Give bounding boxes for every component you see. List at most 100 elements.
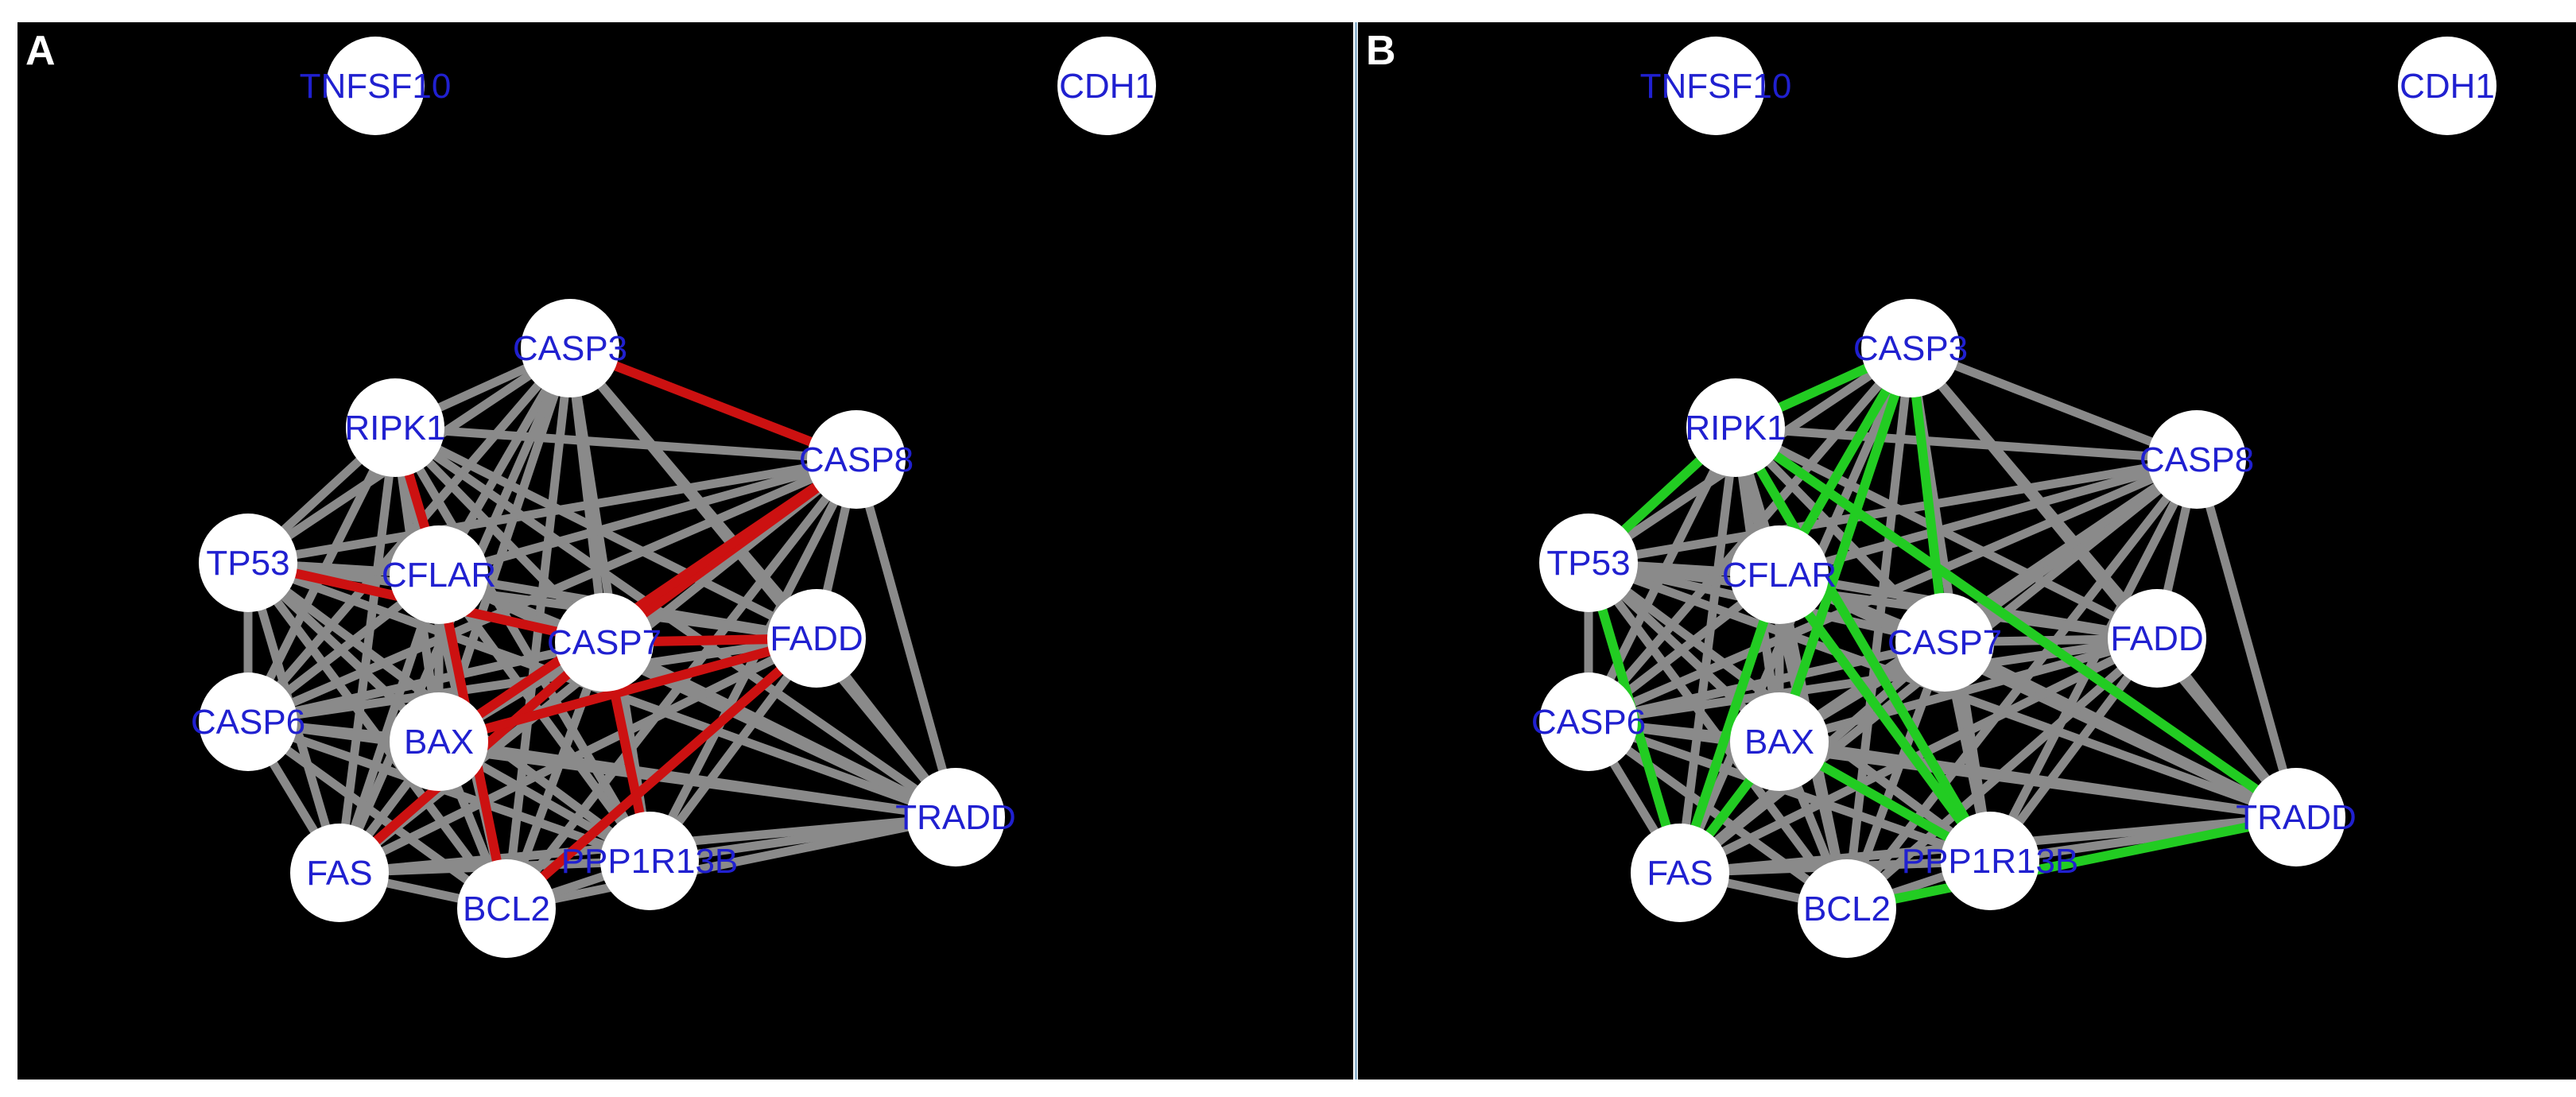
edge-tradd-bcl2 (1842, 812, 2301, 913)
node-circle (807, 410, 906, 509)
node-circle (326, 37, 425, 135)
node-label: FADD (2110, 619, 2203, 658)
node-casp3[interactable]: CASP3 (513, 299, 627, 397)
node-casp6[interactable]: CASP6 (191, 673, 305, 771)
node-circle (1730, 692, 1829, 791)
node-tnfsf10[interactable]: TNFSF10 (1640, 37, 1792, 135)
node-tp53[interactable]: TP53 (1539, 514, 1638, 612)
node-circle (1798, 859, 1896, 958)
node-label: CASP3 (513, 329, 627, 368)
node-label: TNFSF10 (300, 67, 452, 106)
edge-casp8-tradd (2192, 455, 2301, 822)
node-casp8[interactable]: CASP8 (2140, 410, 2254, 509)
node-ppp1r13b[interactable]: PPP1R13B (1902, 812, 2079, 910)
node-circle (2147, 410, 2246, 509)
edge-casp7-tradd (599, 638, 960, 822)
edge-casp8-cflar (1775, 455, 2202, 580)
node-bax[interactable]: BAX (390, 692, 488, 791)
edge-bax-tradd (1775, 737, 2301, 822)
node-cflar[interactable]: CFLAR (382, 525, 496, 624)
edge-casp8-tp53 (243, 455, 861, 568)
node-fas[interactable]: FAS (1631, 824, 1729, 922)
node-casp7[interactable]: CASP7 (547, 593, 661, 692)
node-bax[interactable]: BAX (1730, 692, 1829, 791)
node-fas[interactable]: FAS (290, 824, 389, 922)
edge-ripk1-ppp1r13b (1731, 423, 1995, 866)
edge-casp8-cflar (434, 455, 861, 580)
node-cdh1[interactable]: CDH1 (1057, 37, 1156, 135)
node-fadd[interactable]: FADD (2108, 589, 2206, 688)
edge-casp8-bax (434, 455, 861, 746)
edge-fadd-fas (1675, 634, 2162, 878)
node-circle (600, 812, 699, 910)
panel-divider (1353, 22, 1358, 1080)
node-casp6[interactable]: CASP6 (1531, 673, 1646, 771)
node-ripk1[interactable]: RIPK1 (344, 378, 446, 477)
node-label: BCL2 (463, 890, 550, 928)
node-circle (555, 593, 654, 692)
node-circle (1539, 673, 1638, 771)
node-circle (390, 525, 488, 624)
node-tnfsf10[interactable]: TNFSF10 (300, 37, 452, 135)
edge-fadd-bax (434, 634, 821, 746)
edge-casp8-tp53 (1584, 455, 2202, 568)
node-circle (1666, 37, 1765, 135)
node-label: CASP6 (1531, 703, 1646, 742)
node-cdh1[interactable]: CDH1 (2398, 37, 2496, 135)
node-ppp1r13b[interactable]: PPP1R13B (561, 812, 739, 910)
node-casp3[interactable]: CASP3 (1853, 299, 1968, 397)
node-bcl2[interactable]: BCL2 (457, 859, 556, 958)
node-circle (1895, 593, 1994, 692)
node-label: CASP7 (1887, 623, 2002, 662)
edge-casp6-ppp1r13b (1584, 717, 1995, 866)
panel-label-a: A (25, 28, 56, 74)
node-ripk1[interactable]: RIPK1 (1685, 378, 1787, 477)
edge-ripk1-ppp1r13b (390, 423, 654, 866)
node-label: CASP3 (1853, 329, 1968, 368)
node-label: CASP7 (547, 623, 661, 662)
edge-casp7-tradd (1940, 638, 2301, 822)
node-circle (1941, 812, 2039, 910)
edge-casp6-bcl2 (243, 717, 511, 913)
node-circle (1730, 525, 1829, 624)
node-circle (521, 299, 619, 397)
edge-fadd-bax (1775, 634, 2162, 746)
edge-ripk1-tradd (1731, 423, 2301, 822)
node-circle (346, 378, 444, 477)
node-circle (1861, 299, 1960, 397)
edge-ripk1-casp8 (390, 423, 861, 464)
edge-tradd-bcl2 (502, 812, 960, 913)
node-label: CDH1 (1059, 67, 1154, 106)
edge-cflar-fas (1675, 570, 1784, 878)
edge-casp3-casp8 (565, 343, 861, 464)
edge-casp8-tradd (852, 455, 960, 822)
node-fadd[interactable]: FADD (767, 589, 866, 688)
node-circle (2247, 768, 2345, 866)
node-tradd[interactable]: TRADD (895, 768, 1016, 866)
node-label: TNFSF10 (1640, 67, 1792, 106)
node-circle (390, 692, 488, 791)
node-label: FADD (770, 619, 863, 658)
edge-fadd-fas (335, 634, 821, 878)
node-tp53[interactable]: TP53 (199, 514, 297, 612)
node-bcl2[interactable]: BCL2 (1798, 859, 1896, 958)
edge-casp3-casp8 (1906, 343, 2202, 464)
node-circle (199, 673, 297, 771)
node-circle (1631, 824, 1729, 922)
node-tradd[interactable]: TRADD (2236, 768, 2357, 866)
node-cflar[interactable]: CFLAR (1722, 525, 1837, 624)
edges (243, 343, 960, 913)
node-label: PPP1R13B (1902, 842, 2079, 881)
node-label: RIPK1 (344, 409, 445, 448)
node-label: RIPK1 (1685, 409, 1786, 448)
node-label: CASP8 (799, 440, 914, 479)
node-casp8[interactable]: CASP8 (799, 410, 914, 509)
node-casp7[interactable]: CASP7 (1887, 593, 2002, 692)
node-circle (290, 824, 389, 922)
